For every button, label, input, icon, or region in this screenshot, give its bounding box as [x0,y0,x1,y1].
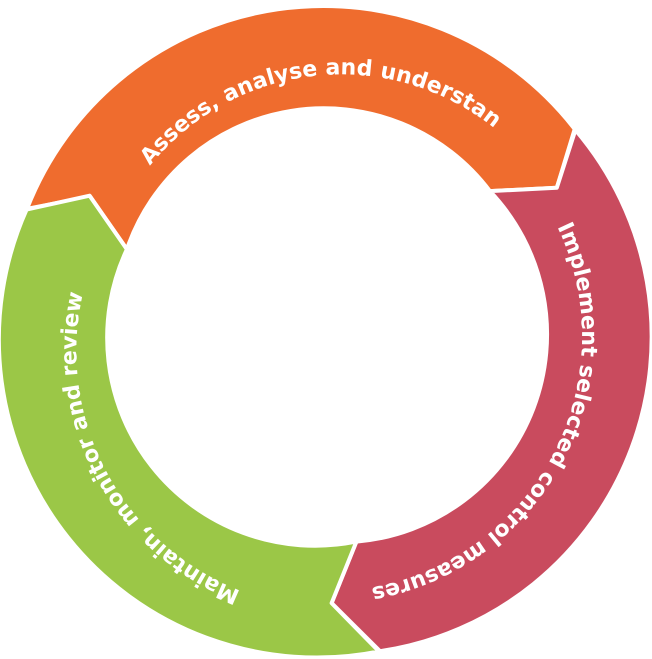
segment-maintain [0,193,381,659]
segment-assess [25,3,577,252]
segment-implement [329,128,652,654]
